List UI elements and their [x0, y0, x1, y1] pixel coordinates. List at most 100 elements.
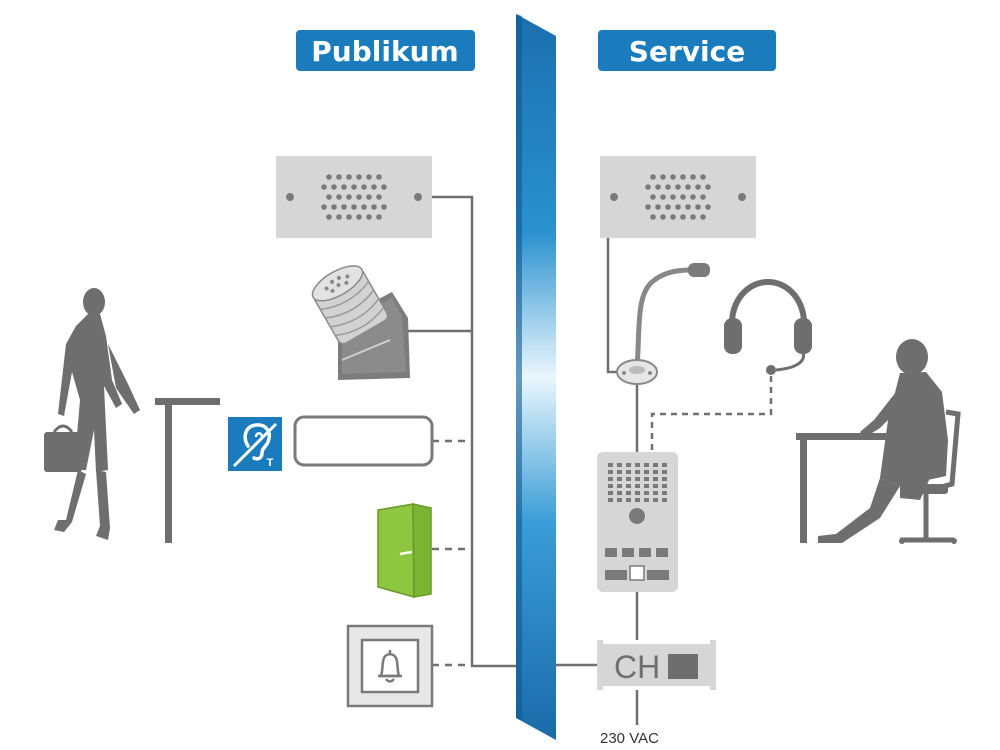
station-grille-hole — [635, 463, 640, 467]
public-speaker-panel — [276, 156, 432, 238]
station-grille-hole — [617, 463, 622, 467]
left-wiring — [408, 195, 516, 668]
door-contact-icon — [377, 503, 432, 598]
grille-hole — [361, 184, 367, 190]
grille-hole — [700, 214, 706, 220]
grille-hole — [645, 204, 651, 210]
station-grille-hole — [617, 470, 622, 474]
station-grille-hole — [608, 484, 613, 488]
station-grille-hole — [653, 477, 658, 481]
station-grille-hole — [644, 463, 649, 467]
station-grille-hole — [617, 491, 622, 495]
grille-hole — [665, 204, 671, 210]
grille-hole — [381, 184, 387, 190]
grille-hole — [705, 184, 711, 190]
station-grille-hole — [653, 470, 658, 474]
grille-hole — [326, 194, 332, 200]
bell-button — [346, 624, 434, 708]
grille-hole — [695, 184, 701, 190]
headset-icon — [724, 278, 812, 375]
grille-hole — [670, 214, 676, 220]
station-grille-hole — [662, 470, 667, 474]
grille-hole — [351, 184, 357, 190]
operator-silhouette — [818, 339, 948, 543]
gooseneck-microphone-icon — [616, 263, 710, 385]
station-grille-hole — [644, 477, 649, 481]
grille-hole — [366, 194, 372, 200]
station-grille-hole — [617, 477, 622, 481]
grille-hole — [685, 204, 691, 210]
grille-hole — [331, 184, 337, 190]
station-grille-hole — [644, 484, 649, 488]
grille-hole — [341, 204, 347, 210]
grille-hole — [650, 194, 656, 200]
grille-hole — [655, 184, 661, 190]
grille-hole — [690, 194, 696, 200]
glass-divider — [516, 14, 556, 740]
operator-chair-seat — [899, 484, 957, 544]
grille-hole — [665, 184, 671, 190]
label-publikum-text: Publikum — [311, 35, 458, 68]
bell-icon — [378, 650, 402, 683]
station-grille-hole — [635, 470, 640, 474]
grille-hole — [341, 184, 347, 190]
station-grille-hole — [644, 498, 649, 502]
grille-hole — [645, 184, 651, 190]
station-grille-hole — [617, 484, 622, 488]
station-grille-hole — [608, 463, 613, 467]
grille-hole — [381, 204, 387, 210]
grille-hole — [336, 174, 342, 180]
control-unit-label: CH — [614, 649, 660, 685]
intercom-desk-station — [597, 452, 678, 592]
station-grille-hole — [644, 491, 649, 495]
power-supply-label: 230 VAC — [600, 730, 659, 747]
station-grille-hole — [635, 498, 640, 502]
station-grille-hole — [653, 463, 658, 467]
grille-hole — [660, 214, 666, 220]
station-grille-hole — [653, 484, 658, 488]
grille-hole — [336, 214, 342, 220]
station-grille-hole — [644, 470, 649, 474]
grille-hole — [346, 194, 352, 200]
grille-hole — [326, 174, 332, 180]
station-grille-hole — [653, 498, 658, 502]
station-grille-hole — [608, 491, 613, 495]
table-microphone — [311, 265, 410, 380]
label-service: Service — [598, 30, 776, 71]
service-speaker-panel — [600, 156, 756, 238]
hearing-loop-amplifier-box — [293, 415, 434, 467]
grille-hole — [366, 174, 372, 180]
grille-hole — [700, 194, 706, 200]
station-grille-hole — [626, 470, 631, 474]
grille-hole — [356, 174, 362, 180]
station-grille-hole — [653, 491, 658, 495]
grille-hole — [321, 204, 327, 210]
station-grille-hole — [626, 498, 631, 502]
grille-hole — [376, 194, 382, 200]
grille-hole — [660, 194, 666, 200]
grille-hole — [371, 204, 377, 210]
station-grille-hole — [662, 484, 667, 488]
station-grille-hole — [608, 470, 613, 474]
grille-hole — [326, 214, 332, 220]
svg-text:T: T — [267, 457, 274, 469]
grille-hole — [655, 204, 661, 210]
grille-hole — [695, 204, 701, 210]
station-grille-hole — [662, 498, 667, 502]
grille-hole — [346, 174, 352, 180]
grille-hole — [376, 174, 382, 180]
grille-hole — [366, 214, 372, 220]
grille-hole — [670, 194, 676, 200]
station-grille-hole — [608, 498, 613, 502]
grille-hole — [690, 174, 696, 180]
station-grille-hole — [608, 477, 613, 481]
grille-hole — [650, 214, 656, 220]
customer-silhouette — [44, 288, 140, 540]
label-service-text: Service — [629, 35, 745, 68]
control-unit-ch: CH — [597, 640, 716, 690]
station-grille-hole — [662, 463, 667, 467]
operator-desk — [796, 433, 896, 543]
grille-hole — [346, 214, 352, 220]
station-grille-hole — [617, 498, 622, 502]
